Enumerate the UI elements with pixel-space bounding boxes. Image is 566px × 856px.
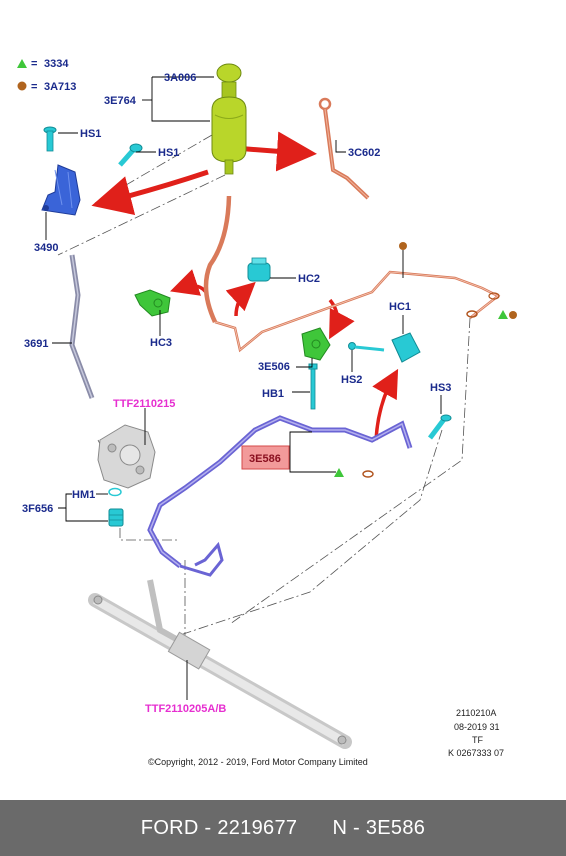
parts-diagram: = 3334 = 3A713 [17,58,517,767]
label-bolt-hs3[interactable]: HS3 [430,382,451,394]
reservoir-assembly [211,63,247,175]
label-bolt-hb1[interactable]: HB1 [262,388,284,400]
clip-hc1-part [391,332,421,363]
copper-pipe-assembly [203,195,501,353]
legend: = 3334 = 3A713 [17,58,76,93]
label-bolt-bracket[interactable]: HS1 [158,147,179,159]
footer-gap [297,817,332,840]
label-pressure-hose[interactable]: 3E586 [249,453,281,465]
brown-dot-icon [17,81,27,91]
meta-date: 08-2019 31 [454,722,500,732]
label-bolt-hs2[interactable]: HS2 [341,374,362,386]
label-reservoir-cap[interactable]: 3A006 [164,72,196,84]
pressure-clip-part [301,327,331,361]
reservoir-body [211,96,247,163]
label-clip-hc2[interactable]: HC2 [298,273,320,285]
meta-block: 2110210A 08-2019 31 TF K 0267333 07 ©Cop… [148,708,504,767]
green-triangle-icon [17,59,27,68]
meta-k: K 0267333 07 [448,748,504,758]
cooler-pipe [318,97,370,200]
green-marker-pipe [498,310,508,319]
footer-bar: FORD - 2219677 N - 3E586 [0,800,566,856]
clip-hc2-part [247,257,271,282]
brown-marker-pipe-end [509,311,517,319]
label-steering-gear-ref[interactable]: TTF2110205A/B [145,703,226,715]
label-return-hose[interactable]: 3691 [24,338,48,350]
label-clip-hc3[interactable]: HC3 [150,337,172,349]
bolt-hs2 [348,342,385,352]
legend-green-value: 3334 [44,58,69,70]
hose-oring [362,470,374,478]
bracket-part [41,164,81,216]
clip-hc3-part [134,289,171,317]
bolt-bracket [118,143,143,167]
pipe-oring [466,310,478,318]
steering-gear-part [88,579,352,749]
label-pressure-clip[interactable]: 3E506 [258,361,290,373]
green-marker-hose [334,468,344,477]
pressure-hose-part [147,415,413,577]
highlight-box [241,445,290,470]
label-cooler-pipe[interactable]: 3C602 [348,147,380,159]
pump-fitting-part [108,508,124,527]
label-bolt-top[interactable]: HS1 [80,128,101,140]
leader-lines [45,76,442,700]
copyright-text: ©Copyright, 2012 - 2019, Ford Motor Comp… [148,757,368,767]
footer-brand: FORD - 2219677 [140,816,298,839]
reservoir-cap [216,63,242,83]
bolt-hb1 [308,363,318,410]
part-labels: 3A006 3E764 HS1 HS1 3C602 3490 HC2 HC1 3… [22,72,451,715]
meta-tf: TF [472,735,483,745]
oring-hm1-part [108,487,122,497]
brown-marker-pipe [399,242,407,250]
legend-equals-green: = [31,58,37,70]
return-hose-part [69,254,95,399]
legend-brown-value: 3A713 [44,81,76,93]
label-tensioner-ref[interactable]: TTF2110215 [113,398,175,410]
bolt-hs3 [428,414,452,440]
label-pump-fitting[interactable]: 3F656 [22,503,53,515]
footer-part: N - 3E586 [332,816,426,839]
pump-part [97,424,156,489]
bolt-top [43,126,57,152]
label-bracket[interactable]: 3490 [34,242,58,254]
reservoir-neck [221,81,237,99]
legend-equals-brown: = [31,81,37,93]
meta-code: 2110210A [456,708,496,718]
label-clip-hc1[interactable]: HC1 [389,301,411,313]
label-oring[interactable]: HM1 [72,489,95,501]
label-reservoir[interactable]: 3E764 [104,95,137,107]
